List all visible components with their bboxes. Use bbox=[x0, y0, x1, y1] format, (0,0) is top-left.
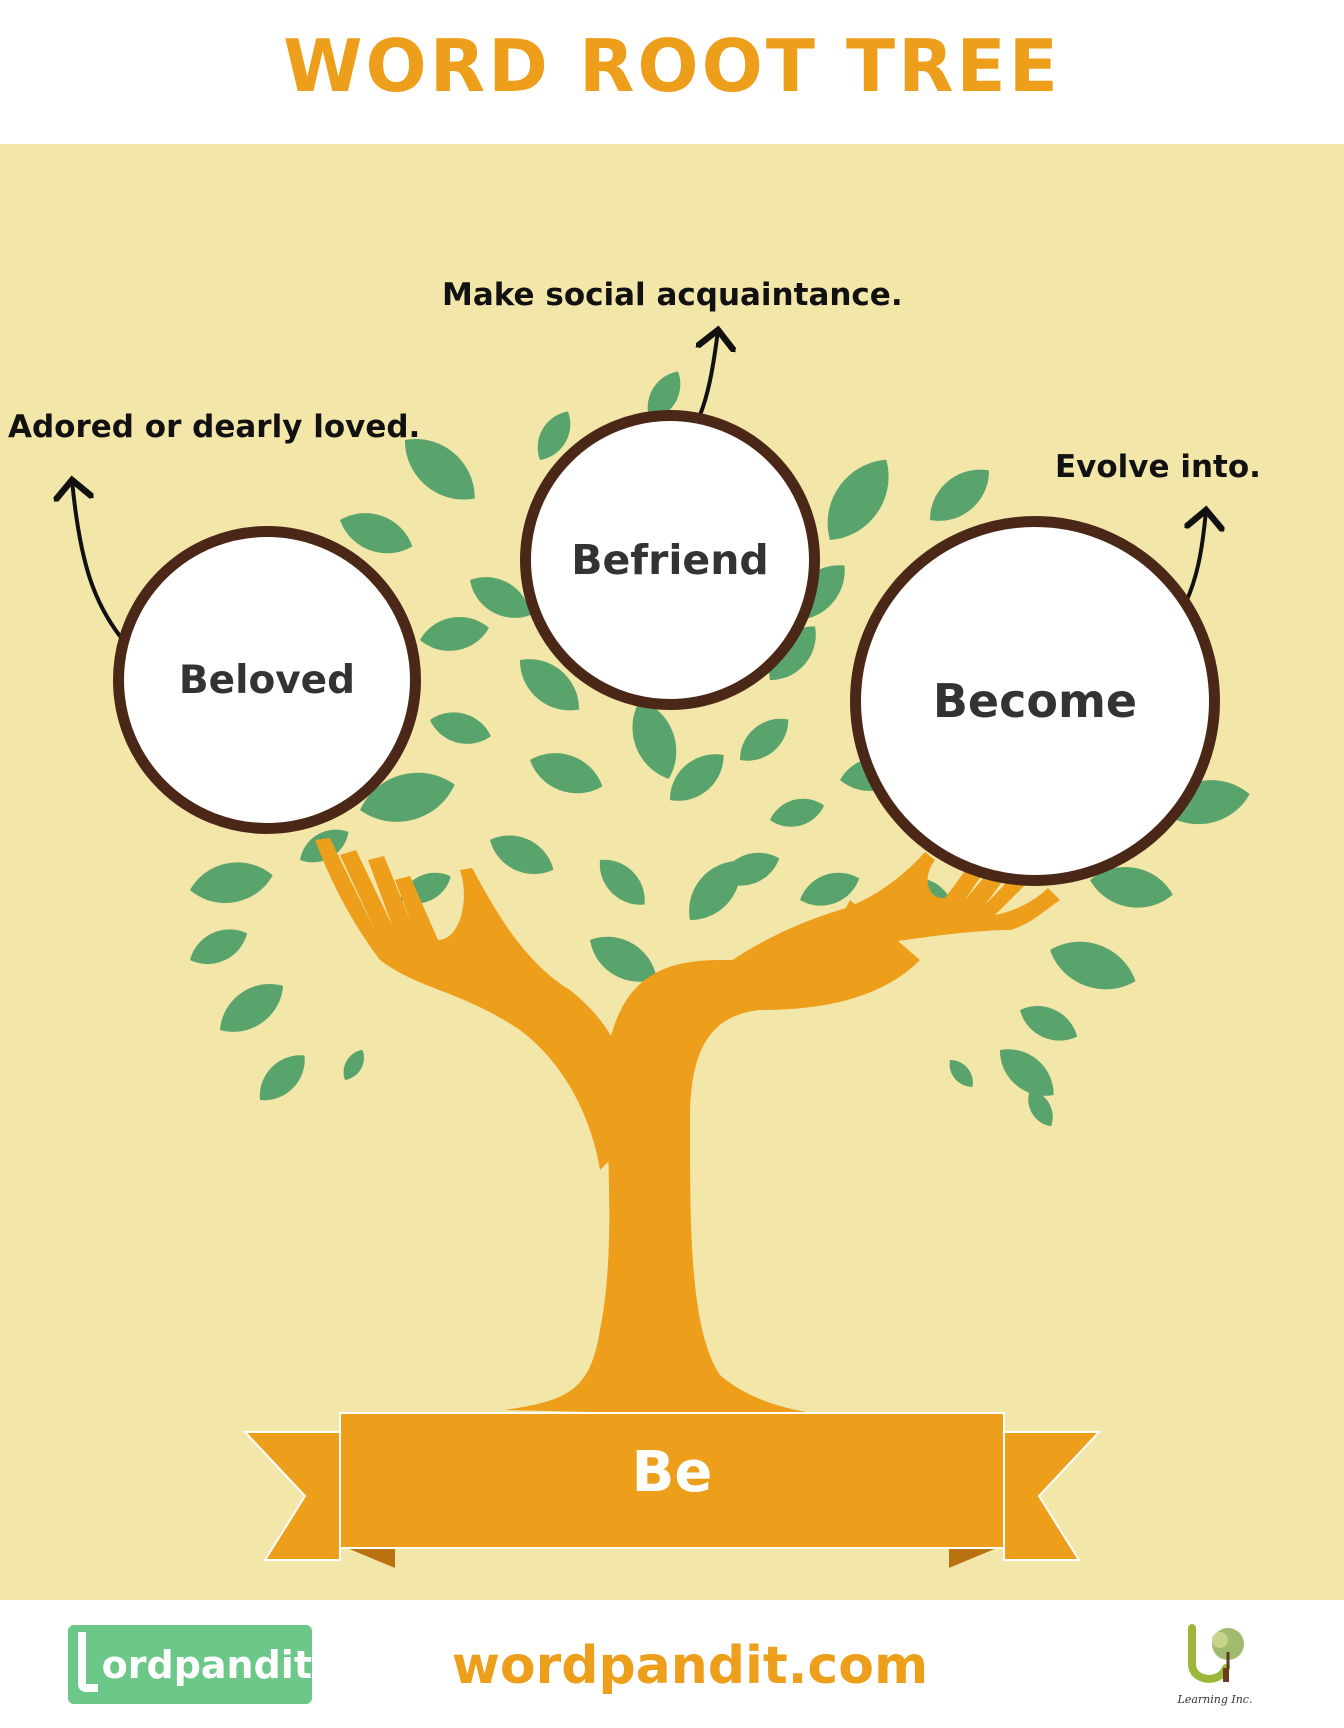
definition-beloved: Adored or dearly loved. bbox=[8, 409, 421, 445]
definition-become: Evolve into. bbox=[1055, 449, 1261, 485]
arrow-become bbox=[1184, 510, 1206, 603]
leaf-icon bbox=[943, 1054, 979, 1093]
learning-inc-name: Learning Inc. bbox=[1177, 1693, 1253, 1706]
word-beloved: Beloved bbox=[178, 657, 356, 703]
leaf-icon bbox=[426, 705, 495, 751]
learning-inc-logo-icon bbox=[1188, 1624, 1244, 1683]
leaf-icon bbox=[417, 611, 492, 657]
wordpandit-logo[interactable]: ordpandit bbox=[68, 1625, 312, 1704]
word-circle-become: Become bbox=[850, 516, 1220, 886]
leaf-icon bbox=[730, 708, 798, 772]
leaf-icon bbox=[209, 970, 294, 1045]
leaf-icon bbox=[589, 849, 656, 916]
right-hand bbox=[700, 848, 1060, 1010]
website-link[interactable]: wordpandit.com bbox=[451, 1636, 929, 1696]
logo-text: ordpandit bbox=[101, 1642, 312, 1687]
leaf-icon bbox=[337, 1045, 370, 1085]
ribbon-banner bbox=[242, 1412, 1102, 1568]
leaf-icon bbox=[811, 446, 906, 554]
page-title: WORD ROOT TREE bbox=[283, 24, 1061, 108]
word-befriend: Befriend bbox=[571, 536, 769, 584]
leaf-icon bbox=[766, 792, 828, 833]
word-circle-beloved: Beloved bbox=[113, 526, 421, 834]
leaf-icon bbox=[183, 919, 254, 974]
leaf-icon bbox=[1013, 996, 1084, 1051]
logo-w-icon bbox=[78, 1631, 98, 1692]
leaf-icon bbox=[989, 1037, 1065, 1108]
leaf-icon bbox=[186, 855, 277, 910]
header: WORD ROOT TREE bbox=[0, 0, 1344, 144]
definition-befriend: Make social acquaintance. bbox=[442, 277, 903, 313]
word-become: Become bbox=[932, 674, 1138, 728]
arrow-befriend bbox=[700, 330, 718, 416]
word-circle-befriend: Befriend bbox=[520, 410, 820, 710]
left-hand bbox=[315, 838, 628, 1170]
leaf-icon bbox=[523, 742, 609, 804]
leaf-icon bbox=[1042, 929, 1143, 1002]
trunk bbox=[505, 900, 920, 1418]
arrow-beloved bbox=[72, 480, 125, 642]
leaf-icon bbox=[483, 825, 561, 885]
root-word: Be bbox=[631, 1440, 713, 1505]
leaf-icon bbox=[249, 1044, 316, 1111]
trunk-and-hands bbox=[315, 838, 1060, 1418]
connector-arrows bbox=[72, 330, 1206, 642]
